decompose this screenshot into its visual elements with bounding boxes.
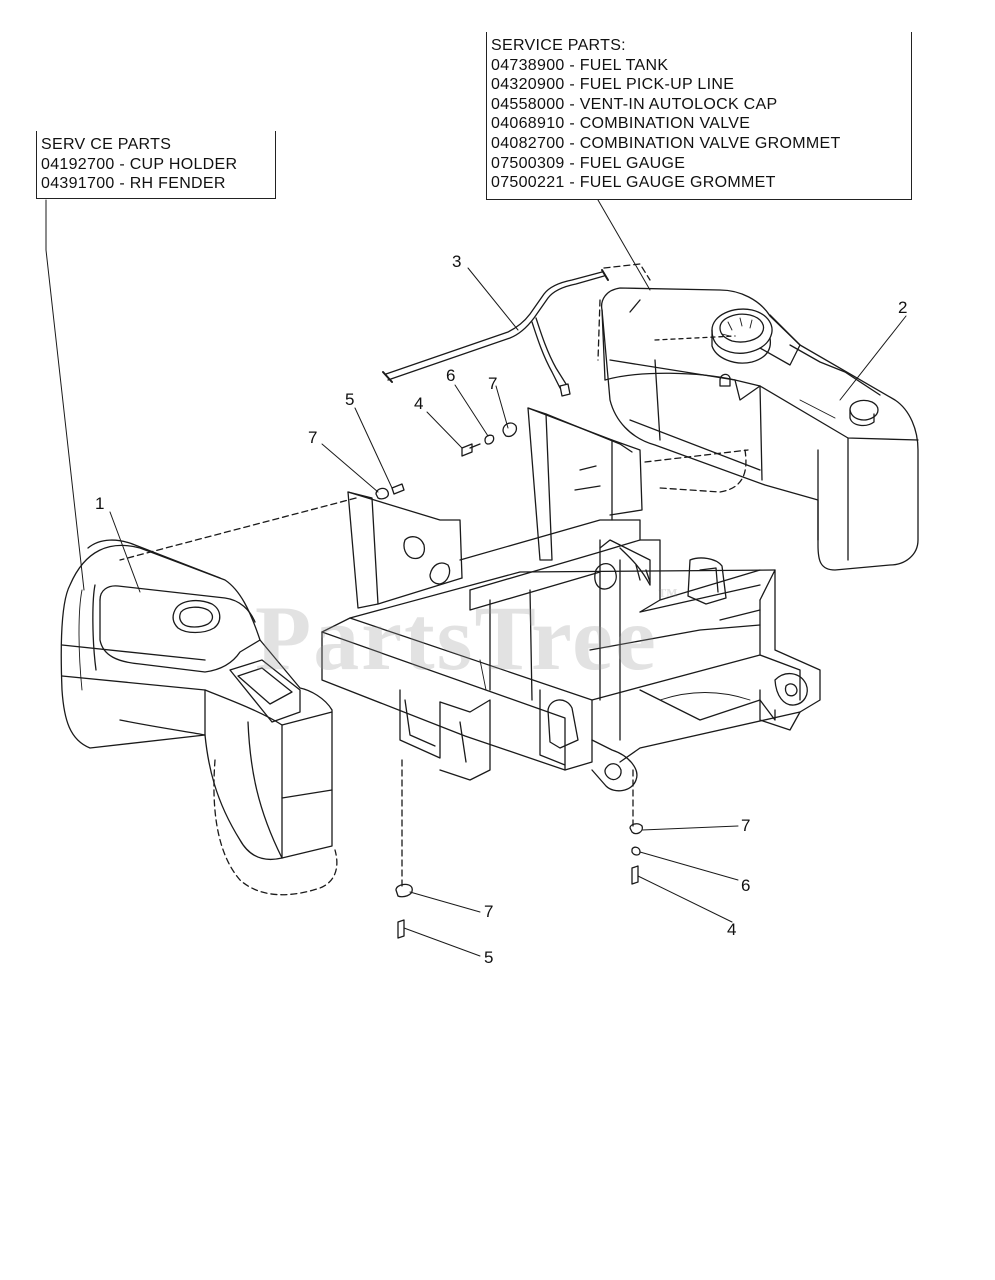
callout-7: 7 [308, 428, 318, 447]
rh-fender-part [60, 539, 333, 861]
hardware-top [375, 422, 518, 500]
service-part-line: 04391700 - RH FENDER [41, 175, 226, 193]
service-part-line: 04192700 - CUP HOLDER [41, 155, 238, 173]
callout-7: 7 [488, 374, 498, 393]
service-part-line: 07500309 - FUEL GAUGE [491, 154, 686, 172]
watermark: PartsTree™ [255, 585, 680, 689]
service-part-line: 04738900 - FUEL TANK [491, 56, 669, 74]
callout-7: 7 [484, 902, 494, 921]
service-part-line: 04068910 - COMBINATION VALVE [491, 115, 751, 133]
service-part-line: 07500221 - FUEL GAUGE GROMMET [491, 174, 776, 192]
callout-6: 6 [741, 876, 751, 895]
callout-4: 4 [727, 920, 737, 939]
callout-7: 7 [741, 816, 751, 835]
leader-lines [45, 199, 907, 957]
service-parts-box-right: SERVICE PARTS: 04738900 - FUEL TANK 0432… [486, 32, 912, 200]
callout-4: 4 [414, 394, 424, 413]
service-parts-title: SERVICE PARTS: [491, 37, 626, 54]
callout-5: 5 [484, 948, 494, 967]
fuel-tank-part [600, 287, 919, 571]
callout-2: 2 [898, 298, 908, 317]
fuel-pick-up-line-part [382, 269, 609, 397]
service-parts-box-left: SERV CE PARTS 04192700 - CUP HOLDER 0439… [36, 131, 276, 199]
service-parts-title: SERV CE PARTS [41, 136, 172, 153]
service-part-line: 04320900 - FUEL PICK-UP LINE [491, 76, 735, 94]
service-part-line: 04082700 - COMBINATION VALVE GROMMET [491, 134, 841, 152]
frame-assembly [321, 407, 821, 792]
hardware-bottom [395, 823, 643, 939]
callout-5: 5 [345, 390, 355, 409]
callout-1: 1 [95, 494, 105, 513]
callout-3: 3 [452, 252, 462, 271]
service-part-line: 04558000 - VENT-IN AUTOLOCK CAP [491, 95, 778, 113]
callout-6: 6 [446, 366, 456, 385]
